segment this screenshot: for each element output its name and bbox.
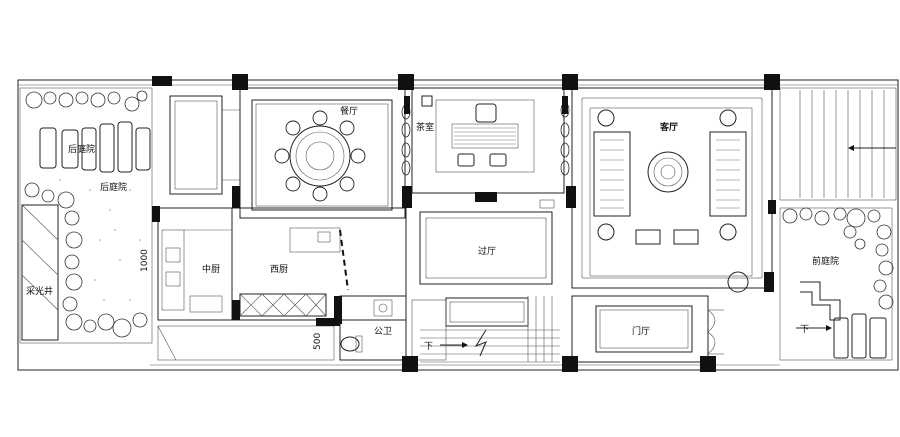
dining-room <box>239 87 411 219</box>
label-chinese-kitchen: 中厨 <box>202 263 220 275</box>
hall-area <box>419 199 555 285</box>
tea-room <box>411 87 570 202</box>
label-living: 客厅 <box>659 121 678 133</box>
label-front-courtyard: 前庭院 <box>812 255 839 267</box>
dimension-b: 500 <box>313 333 323 350</box>
label-back-courtyard: 后庭院 <box>100 181 127 193</box>
dining-columns <box>401 104 411 176</box>
structural-columns <box>152 74 780 372</box>
label-foyer: 门厅 <box>632 325 650 337</box>
label-down-left: 下 <box>424 342 433 352</box>
label-powder-room: 公卫 <box>374 326 392 337</box>
back-courtyard-area <box>19 87 153 344</box>
lightwell-shape <box>21 204 59 341</box>
label-lightwell: 采光井 <box>26 285 53 297</box>
bottom-strip <box>157 299 447 361</box>
kitchen-area <box>157 207 407 321</box>
label-dining: 餐厅 <box>340 105 358 117</box>
label-tea-room: 茶室 <box>416 121 434 133</box>
label-down-right: 下 <box>800 325 809 335</box>
stairs <box>420 296 560 363</box>
label-hall: 过厅 <box>478 245 496 257</box>
label-back-courtyard-upper: 后庭院 <box>68 143 95 155</box>
dimension-a: 1000 <box>140 249 150 272</box>
front-courtyard-area <box>779 87 897 361</box>
powder-room-area <box>339 295 407 361</box>
cabinet-block <box>169 95 240 195</box>
label-western-kitchen: 西厨 <box>270 264 288 275</box>
living-room <box>571 87 773 293</box>
foyer-area <box>571 295 724 363</box>
